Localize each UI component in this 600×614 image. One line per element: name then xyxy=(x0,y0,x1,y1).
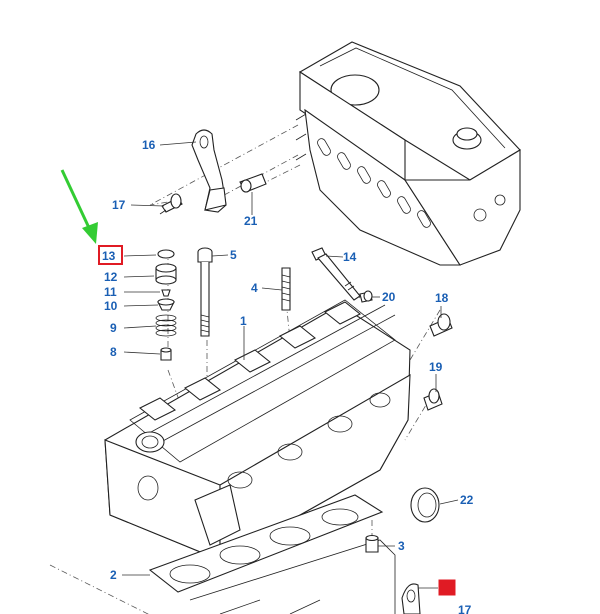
sensor-18 xyxy=(429,313,453,337)
callout-12: 12 xyxy=(104,270,118,284)
callout-17-upper: 17 xyxy=(112,198,126,212)
callout-labels: 16 17 21 13 12 11 10 9 8 5 4 1 14 20 18 … xyxy=(98,138,474,614)
bolt-20 xyxy=(359,290,373,303)
leader-lines xyxy=(122,141,459,589)
stud-21 xyxy=(239,173,267,193)
callout-20: 20 xyxy=(382,290,396,304)
callout-22: 22 xyxy=(460,493,474,507)
callout-18: 18 xyxy=(435,291,449,305)
valve-components xyxy=(155,249,177,361)
stud-4 xyxy=(281,267,291,311)
callout-highlight-box-bottom xyxy=(438,579,456,596)
callout-10: 10 xyxy=(104,299,118,313)
callout-5: 5 xyxy=(230,248,237,262)
callout-2: 2 xyxy=(110,568,117,582)
callout-11: 11 xyxy=(104,285,117,299)
lifting-bracket xyxy=(191,129,227,213)
callout-13: 13 xyxy=(102,249,116,263)
dowel-3 xyxy=(365,534,379,553)
engine-block xyxy=(295,41,521,266)
callout-4: 4 xyxy=(251,281,258,295)
bolt-17 xyxy=(159,193,183,215)
callout-21: 21 xyxy=(244,214,258,228)
callout-13-highlight-box xyxy=(98,245,123,265)
callout-9: 9 xyxy=(110,321,117,335)
cylinder-head xyxy=(104,299,411,561)
callout-3: 3 xyxy=(398,539,405,553)
seal-22 xyxy=(410,487,440,523)
callout-17-lower: 17 xyxy=(458,603,472,614)
callout-1: 1 xyxy=(240,314,247,328)
callout-16: 16 xyxy=(142,138,156,152)
green-arrow-icon xyxy=(60,169,98,244)
lower-block xyxy=(189,539,396,614)
callout-14: 14 xyxy=(343,250,357,264)
sensor-19 xyxy=(423,388,443,411)
callout-19: 19 xyxy=(429,360,443,374)
head-gasket xyxy=(148,494,384,593)
callout-8: 8 xyxy=(110,345,117,359)
head-bolt-5 xyxy=(197,247,213,337)
bracket-bottom xyxy=(401,583,421,614)
